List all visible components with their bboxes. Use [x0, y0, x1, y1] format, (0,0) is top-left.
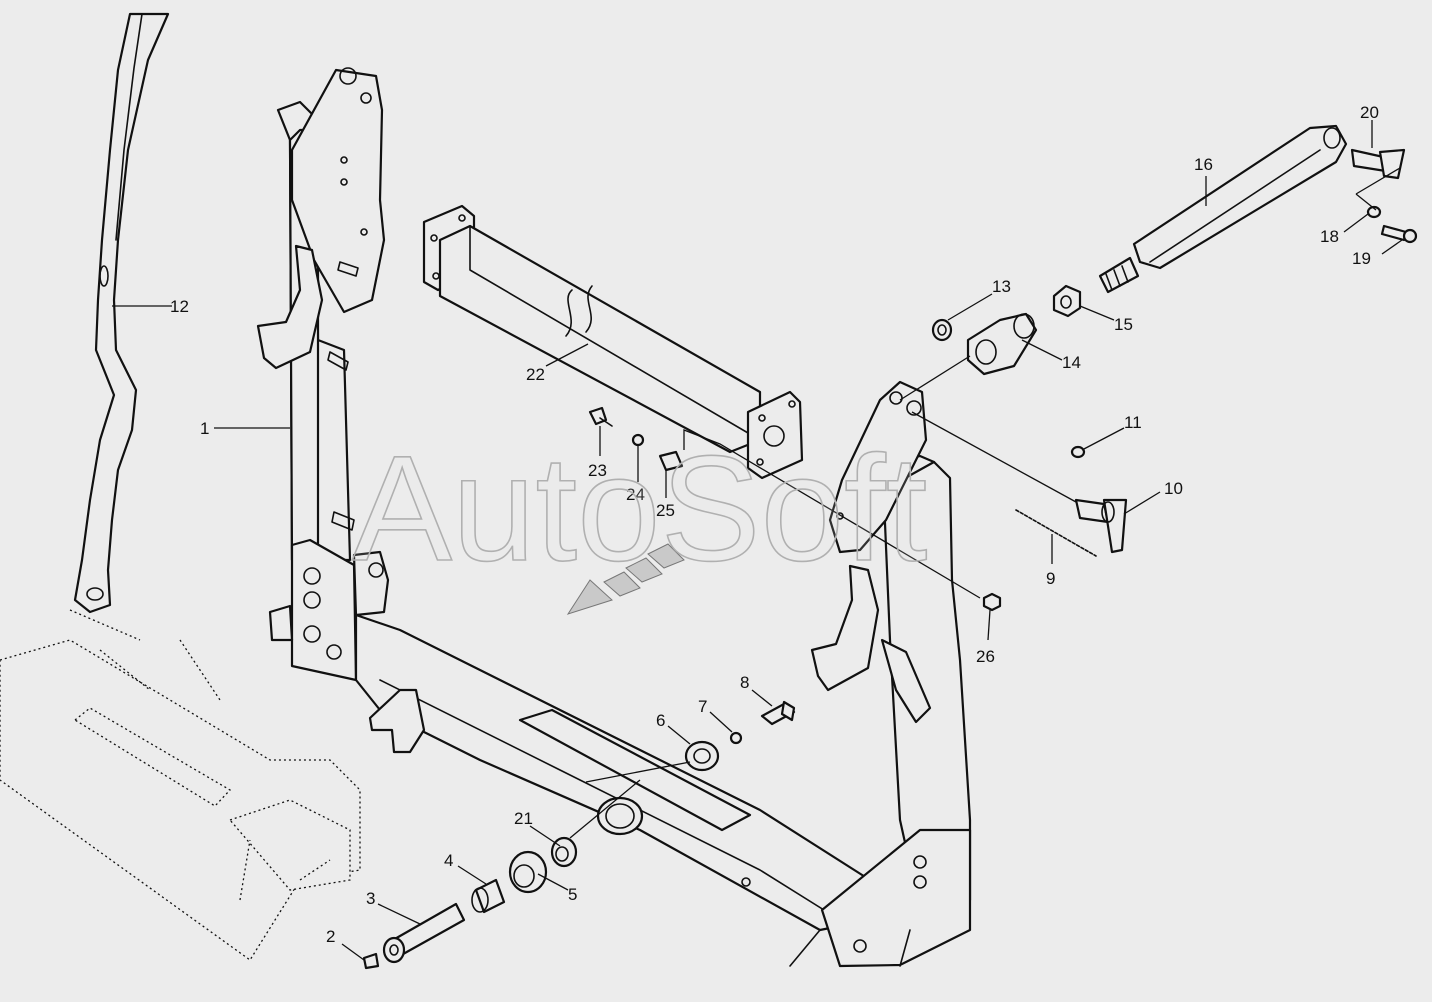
callout-9: 9: [1046, 569, 1055, 588]
part-4-bushing: [471, 878, 506, 914]
part-14-rod-end: [966, 312, 1038, 376]
callout-18: 18: [1320, 227, 1339, 246]
part-5-bearing: [508, 850, 548, 894]
callout-5: 5: [568, 885, 577, 904]
part-24-washer: [631, 433, 645, 447]
part-8-bolt: [760, 700, 796, 726]
callout-4: 4: [444, 851, 453, 870]
part-20-pin: [1350, 148, 1406, 180]
callout-10: 10: [1164, 479, 1183, 498]
part-21-bushing: [550, 836, 578, 868]
callout-1: 1: [200, 419, 209, 438]
part-12-link-bar: [73, 12, 170, 614]
part-2-grease-fitting: [362, 952, 380, 970]
callout-21: 21: [514, 809, 533, 828]
callout-14: 14: [1062, 353, 1081, 372]
part-15-nut: [1052, 284, 1082, 318]
part-22-cross-tube: [422, 204, 804, 480]
callout-15: 15: [1114, 315, 1133, 334]
callout-7: 7: [698, 697, 707, 716]
part-7-washer: [729, 731, 743, 745]
part-16-cylinder: [1098, 124, 1348, 294]
callout-23: 23: [588, 461, 607, 480]
part-26-nut: [982, 592, 1002, 612]
part-23-bolt: [588, 406, 613, 427]
callout-13: 13: [992, 277, 1011, 296]
callout-25: 25: [656, 501, 675, 520]
part-10-pin: [1074, 498, 1128, 554]
callout-3: 3: [366, 889, 375, 908]
part-19-bolt: [1380, 224, 1418, 244]
callout-20: 20: [1360, 103, 1379, 122]
watermark-text: AutoSoft: [352, 424, 927, 592]
callout-16: 16: [1194, 155, 1213, 174]
part-3-pin: [382, 902, 466, 964]
part-25-spacer: [658, 450, 684, 472]
callout-labels: 1 2 3 4 5 6 7 8 9 10 11 12 13 14 15 16 1…: [170, 103, 1379, 946]
tractor-frame-rail: [0, 609, 361, 961]
callout-22: 22: [526, 365, 545, 384]
part-13-washer: [931, 318, 953, 342]
callout-2: 2: [326, 927, 335, 946]
callout-24: 24: [626, 485, 645, 504]
callout-12: 12: [170, 297, 189, 316]
part-6-bushing: [684, 740, 720, 772]
callout-6: 6: [656, 711, 665, 730]
part-11-clip: [1070, 445, 1086, 459]
direction-arrow-icon: [566, 543, 685, 615]
part-1-loader-frame: [256, 67, 972, 968]
callout-11: 11: [1124, 413, 1142, 432]
leader-lines: [112, 120, 1403, 961]
callout-26: 26: [976, 647, 995, 666]
callout-19: 19: [1352, 249, 1371, 268]
callout-8: 8: [740, 673, 749, 692]
part-18-washer: [1366, 205, 1382, 219]
part-9-spring-pin: [1015, 509, 1097, 557]
